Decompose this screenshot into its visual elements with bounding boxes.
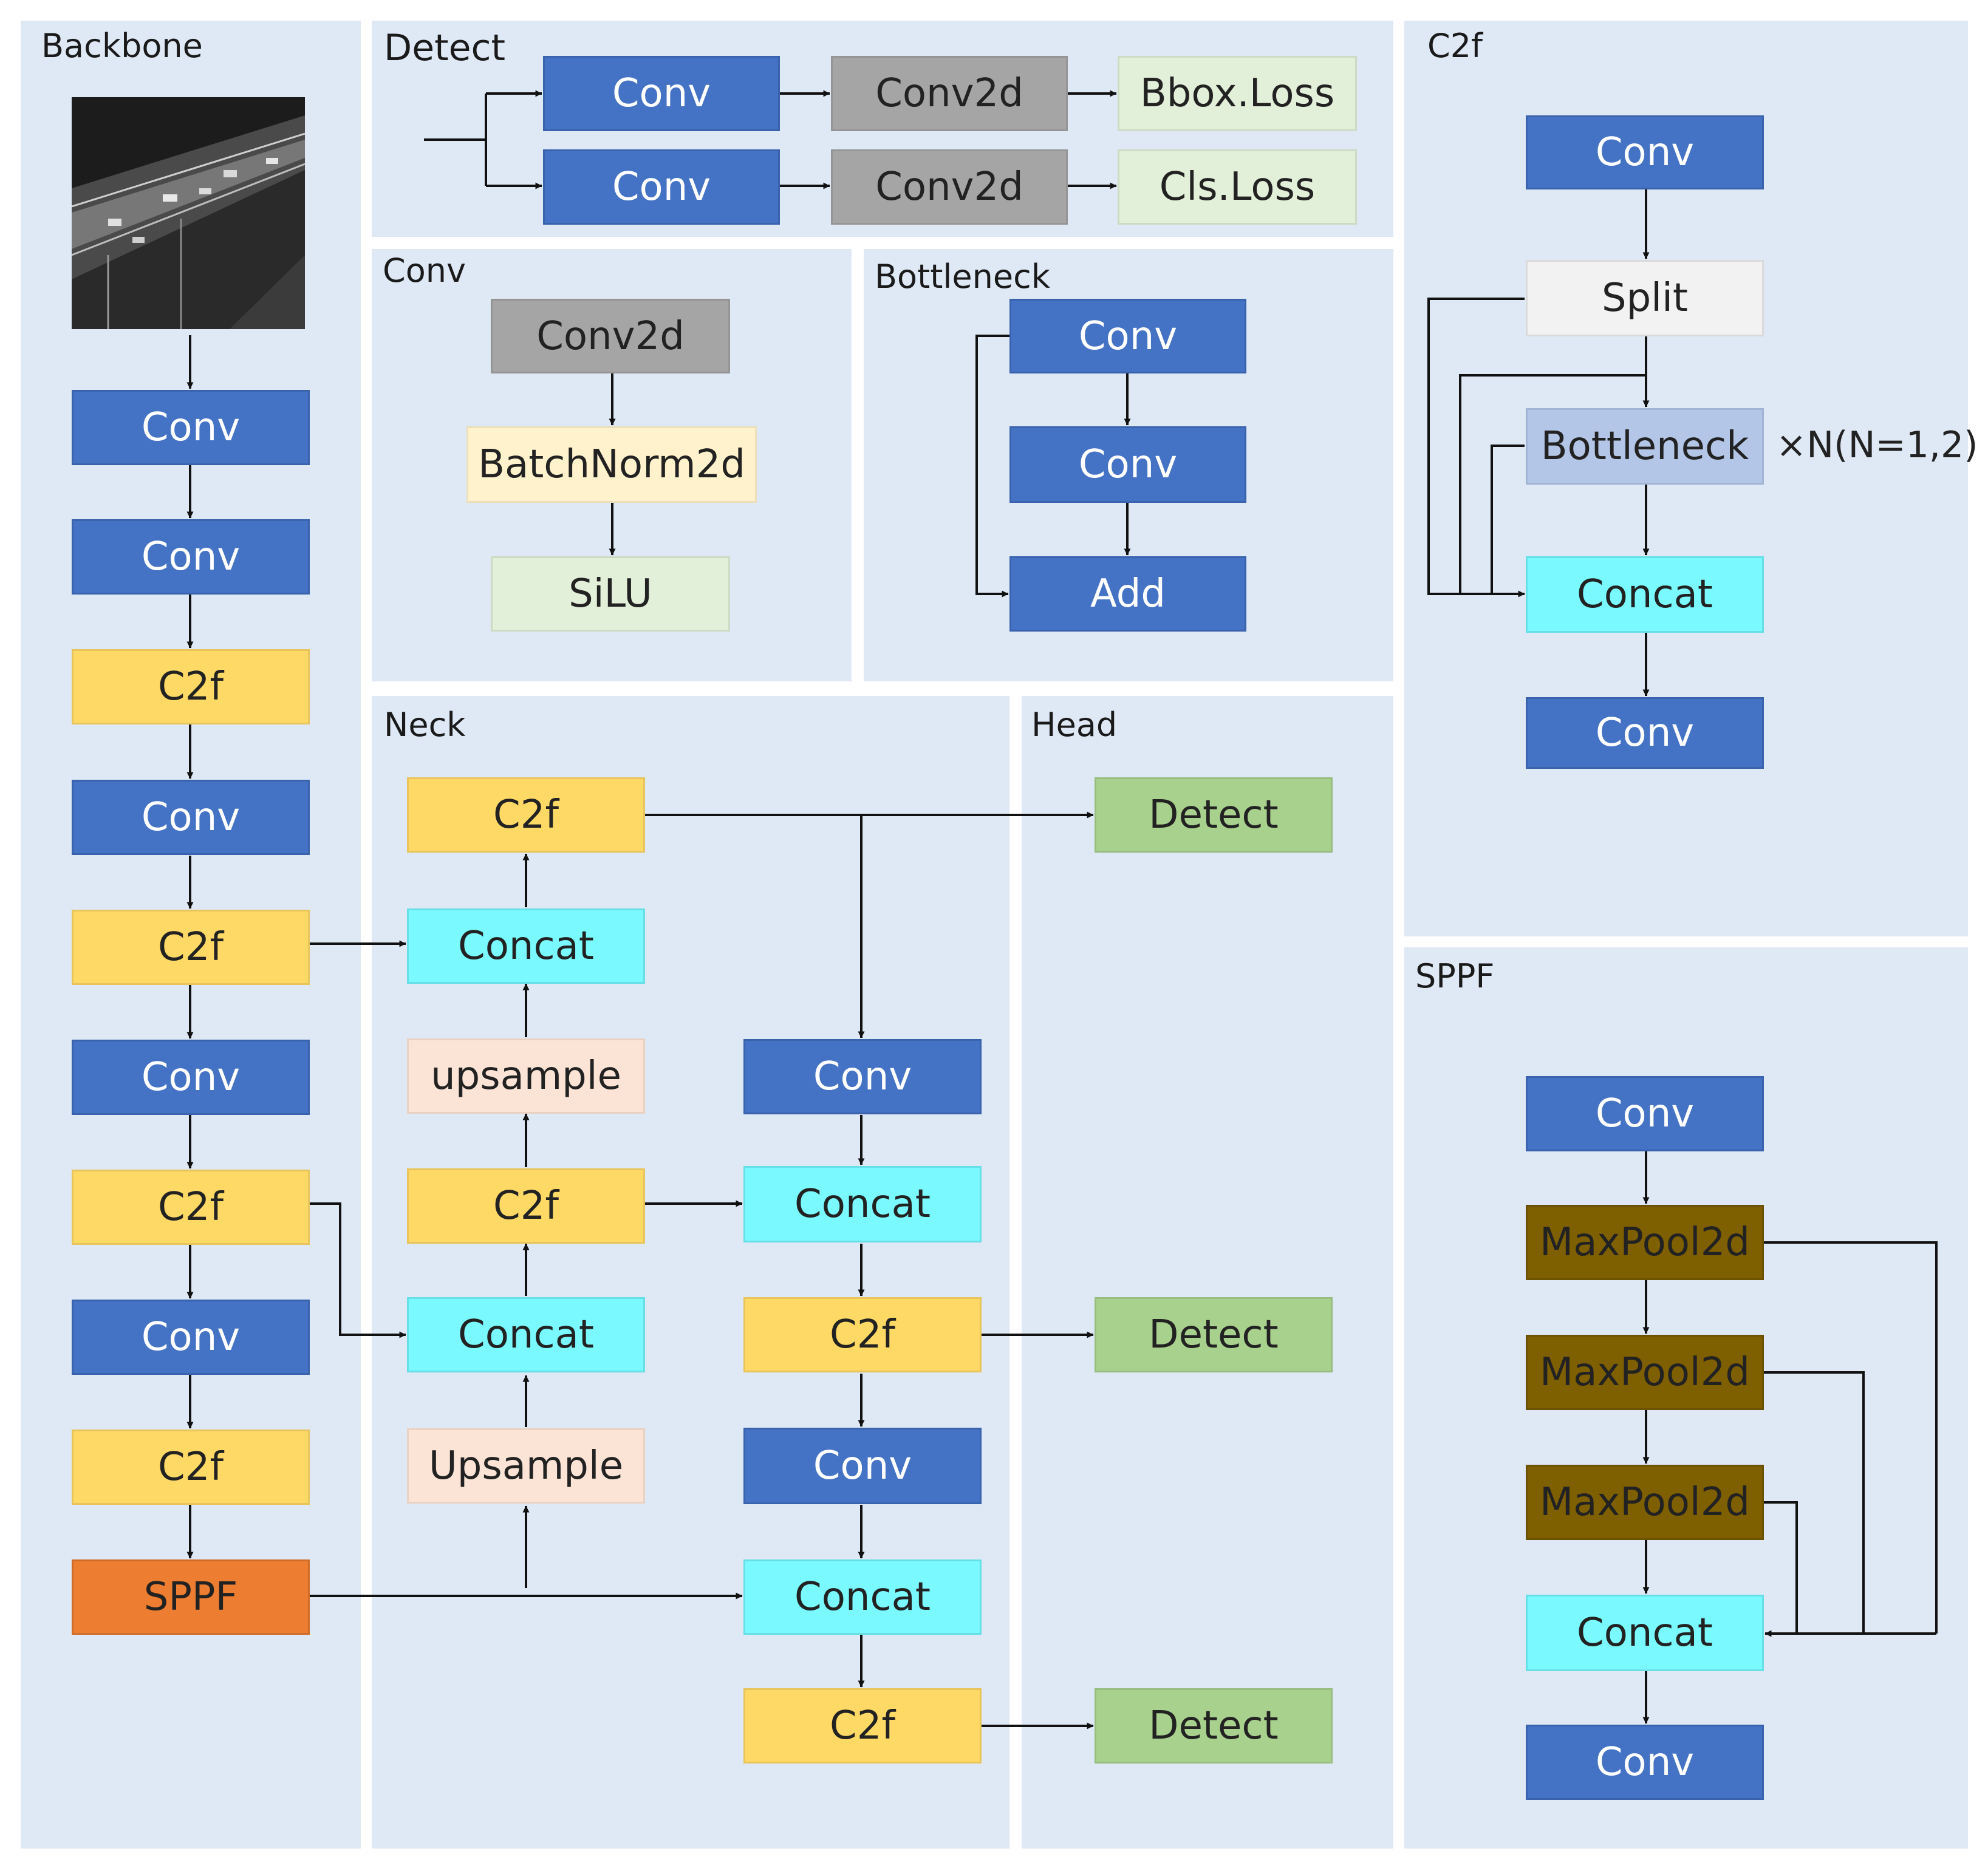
bottleneck-conv-1: Conv <box>1009 299 1246 373</box>
neck-concat-1: Concat <box>743 1166 982 1242</box>
neck-upsample-top: upsample <box>407 1038 645 1114</box>
detect-conv2d-2: Conv2d <box>831 149 1068 225</box>
bottleneck-add: Add <box>1009 556 1246 632</box>
backbone-c2f-1: C2f <box>72 649 310 724</box>
detect-bbox-loss: Bbox.Loss <box>1118 56 1357 131</box>
neck-c2f-1: C2f <box>743 1297 982 1372</box>
neck-c2f-top: C2f <box>407 777 645 853</box>
c2f-repeat-label: ×N(N=1,2) <box>1776 424 1978 466</box>
neck-upsample-bottom: Upsample <box>407 1428 645 1504</box>
conv-conv2d: Conv2d <box>491 299 730 373</box>
sppf-title: SPPF <box>1415 957 1495 995</box>
backbone-c2f-4: C2f <box>72 1430 310 1505</box>
detect-title: Detect <box>384 27 506 69</box>
c2f-conv-in: Conv <box>1526 115 1764 189</box>
backbone-sppf: SPPF <box>72 1559 310 1635</box>
conv-batchnorm2d: BatchNorm2d <box>466 426 757 503</box>
c2f-concat: Concat <box>1526 556 1764 633</box>
detect-conv-1: Conv <box>543 56 780 131</box>
sppf-maxpool-2: MaxPool2d <box>1526 1335 1764 1410</box>
bottleneck-conv-2: Conv <box>1009 426 1246 503</box>
c2f-split: Split <box>1526 260 1764 336</box>
backbone-conv-5: Conv <box>72 1300 310 1375</box>
head-detect-2: Detect <box>1095 1297 1333 1372</box>
input-image <box>72 97 305 329</box>
head-panel <box>1022 696 1393 1849</box>
detect-cls-loss: Cls.Loss <box>1118 149 1357 225</box>
backbone-title: Backbone <box>41 27 203 65</box>
sppf-maxpool-1: MaxPool2d <box>1526 1205 1764 1280</box>
backbone-conv-2: Conv <box>72 519 310 595</box>
head-detect-3: Detect <box>1095 1688 1333 1764</box>
backbone-conv-4: Conv <box>72 1040 310 1115</box>
backbone-conv-3: Conv <box>72 780 310 855</box>
neck-concat-top: Concat <box>407 908 645 984</box>
sppf-conv-in: Conv <box>1526 1076 1764 1151</box>
c2f-conv-out: Conv <box>1526 697 1764 769</box>
detect-conv2d-1: Conv2d <box>831 56 1068 131</box>
conv-title: Conv <box>383 251 466 290</box>
neck-c2f-mid: C2f <box>407 1168 645 1244</box>
bottleneck-title: Bottleneck <box>875 257 1051 296</box>
neck-panel <box>372 696 1009 1849</box>
backbone-c2f-2: C2f <box>72 910 310 985</box>
c2f-bottleneck: Bottleneck <box>1526 408 1764 485</box>
neck-title: Neck <box>384 706 466 744</box>
sppf-concat: Concat <box>1526 1595 1764 1671</box>
neck-concat-mid: Concat <box>407 1297 645 1372</box>
sppf-conv-out: Conv <box>1526 1725 1764 1800</box>
sppf-maxpool-3: MaxPool2d <box>1526 1465 1764 1540</box>
head-title: Head <box>1031 706 1118 744</box>
neck-conv-1: Conv <box>743 1039 982 1114</box>
neck-c2f-2: C2f <box>743 1688 982 1764</box>
head-detect-1: Detect <box>1095 777 1333 853</box>
backbone-conv-1: Conv <box>72 390 310 465</box>
conv-silu: SiLU <box>491 556 730 632</box>
detect-conv-2: Conv <box>543 149 780 225</box>
backbone-c2f-3: C2f <box>72 1170 310 1245</box>
neck-conv-2: Conv <box>743 1428 982 1504</box>
c2f-title: C2f <box>1427 27 1483 65</box>
neck-concat-2: Concat <box>743 1559 982 1635</box>
